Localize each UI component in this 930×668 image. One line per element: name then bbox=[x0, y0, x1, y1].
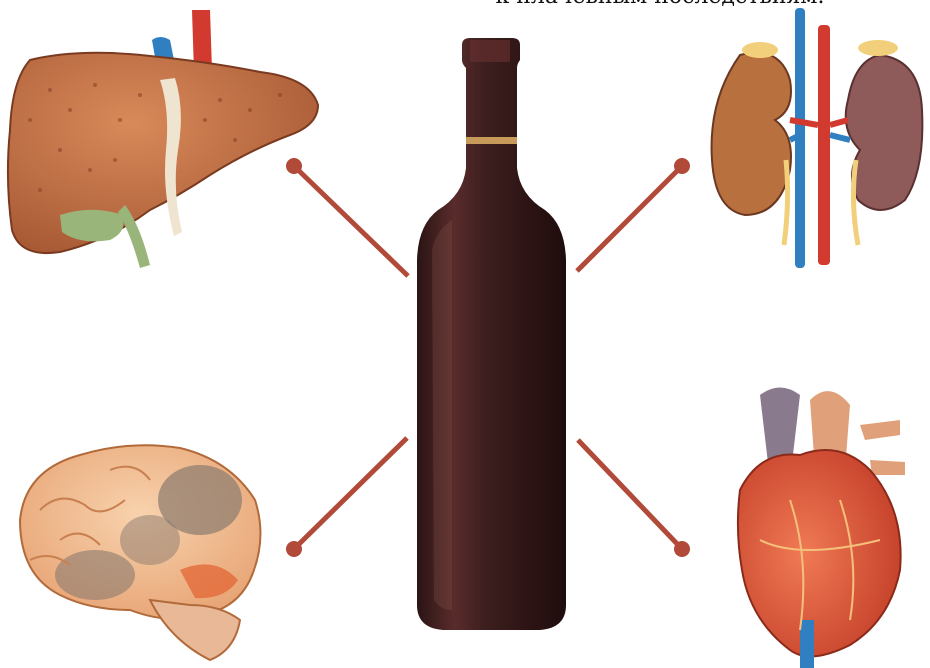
brain-illustration bbox=[20, 445, 260, 660]
connector-brain bbox=[286, 438, 407, 557]
liver-illustration bbox=[8, 10, 318, 268]
connector-heart bbox=[578, 440, 690, 557]
connector-dot-liver bbox=[286, 158, 302, 174]
heart-illustration bbox=[738, 388, 905, 668]
bottle-neck-band bbox=[466, 137, 517, 144]
wine-bottle bbox=[417, 38, 566, 630]
connector-dot-heart bbox=[674, 541, 690, 557]
connector-dot-brain bbox=[286, 541, 302, 557]
connector-kidneys bbox=[577, 158, 690, 271]
connector-dot-kidneys bbox=[674, 158, 690, 174]
connector-liver bbox=[286, 158, 408, 276]
kidneys-illustration bbox=[712, 8, 923, 268]
